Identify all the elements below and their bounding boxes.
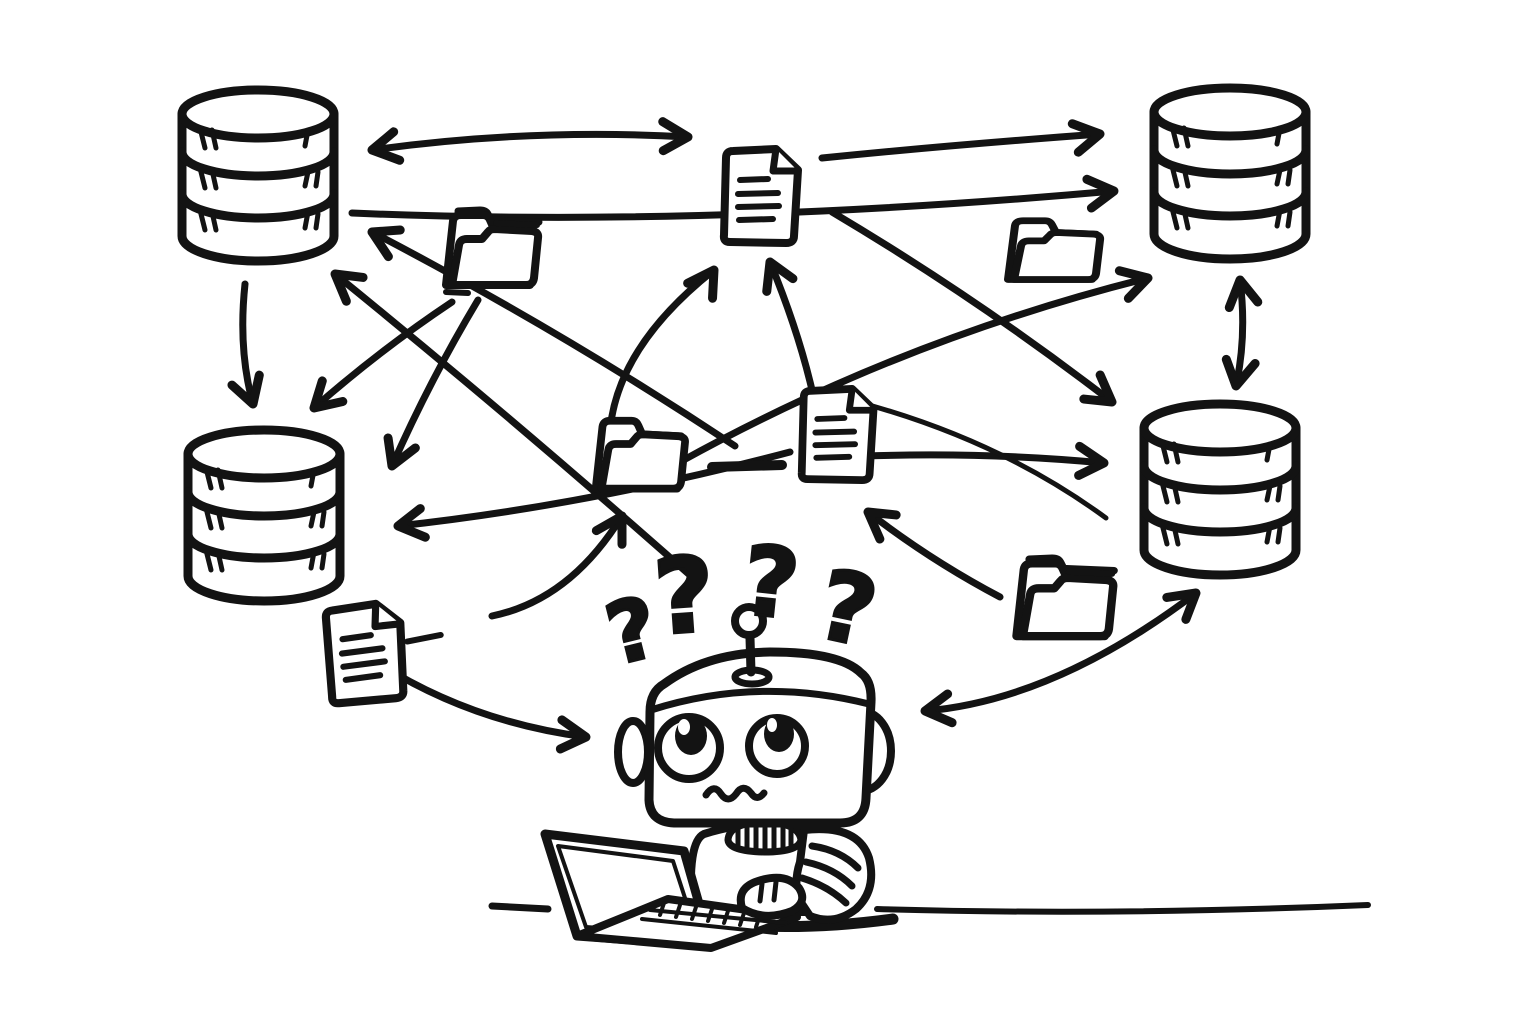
arrow-robot-db-midright-double	[924, 582, 1205, 725]
arrow-doc-left-folder-center	[488, 509, 635, 620]
arrow-folder-topleft-db-midleft	[304, 298, 456, 419]
folder-top-left	[446, 210, 539, 296]
arrow-db-topleft-db-midleft	[231, 280, 266, 408]
desk-line-left	[488, 902, 552, 913]
arrow-doc-top-db-midright	[828, 208, 1121, 414]
laptop	[540, 829, 801, 952]
arrow-folder-right-doc-center	[859, 500, 1004, 601]
stroke-doc-center-db-midright-curve	[855, 399, 1109, 521]
robot-hand	[736, 873, 807, 920]
robot-right-eye	[745, 714, 809, 778]
arrow-doc-top-db-topright	[818, 120, 1102, 162]
database-top-right	[1154, 88, 1306, 259]
robot-head	[644, 603, 876, 828]
arrow-network	[231, 120, 1258, 752]
desk-line-right	[874, 902, 1371, 915]
arrow-center-db-topleft-a	[365, 219, 739, 450]
document-left	[323, 602, 444, 705]
question-mark-4: ?	[808, 548, 886, 669]
arrow-doc-center-db-midright	[861, 446, 1105, 478]
question-mark-3: ?	[737, 524, 804, 641]
database-mid-right	[1144, 404, 1296, 575]
arrow-folder-center-db-midright	[676, 264, 1152, 466]
document-top	[724, 149, 798, 243]
connector-dash	[707, 460, 787, 472]
folder-top-right	[1008, 221, 1100, 280]
robot-arm	[792, 825, 876, 924]
question-mark-2: ?	[650, 533, 719, 659]
robot-left-eye	[654, 713, 724, 783]
database-mid-left	[188, 430, 340, 601]
robot-mouth	[702, 784, 768, 803]
robot-left-ear	[614, 717, 652, 787]
robot	[540, 603, 895, 952]
arrow-db-topleft-doc-top-double	[370, 122, 689, 164]
arrow-db-topright-db-midright-double	[1221, 278, 1258, 389]
folder-center	[596, 421, 685, 489]
document-center	[802, 389, 874, 480]
arrow-center-db-topleft-b	[326, 262, 704, 588]
database-top-left	[182, 90, 334, 261]
arrow-folder-topleft-db-midleft-b	[378, 296, 482, 472]
folder-right	[1017, 558, 1115, 636]
arrow-folder-center-doc-top	[606, 262, 726, 434]
robot-antenna	[731, 603, 773, 688]
arrow-doc-center-doc-top	[757, 256, 816, 394]
